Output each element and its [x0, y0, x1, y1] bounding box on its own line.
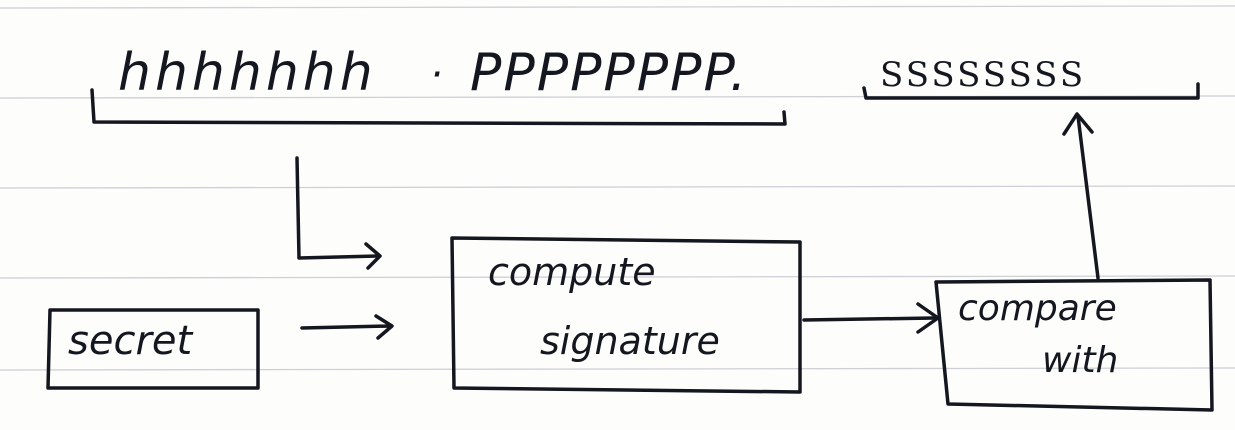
- arrowhead-icon: [374, 314, 394, 340]
- signature-segment-text: SSSSSSSS: [880, 55, 1086, 95]
- ruled-line: [0, 5, 1235, 9]
- compare-with-box: [934, 278, 1214, 412]
- secret-to-compute-arrow: [300, 324, 392, 330]
- ruled-line: [0, 185, 1235, 189]
- compare-to-signature-arrow: [1076, 114, 1100, 280]
- compare-label-line2: with: [1042, 340, 1118, 381]
- signature-bracket: [862, 82, 1200, 100]
- compute-signature-box: [450, 236, 802, 394]
- header-segment-text: hhhhhhh: [118, 43, 377, 103]
- compare-label-line1: compare: [958, 288, 1117, 329]
- ruled-line: [0, 367, 1235, 371]
- compute-to-compare-arrow: [802, 316, 936, 322]
- header-payload-bracket: [90, 88, 787, 126]
- secret-box: [46, 308, 260, 390]
- secret-label: secret: [68, 318, 193, 364]
- compute-label-line2: signature: [540, 319, 720, 363]
- arrowhead-icon: [364, 242, 382, 270]
- payload-segment-text: PPPPPPPP.: [470, 43, 748, 103]
- compute-label-line1: compute: [488, 250, 656, 294]
- ruled-line: [0, 275, 1235, 279]
- header-payload-separator: ·: [430, 52, 443, 98]
- header-payload-to-compute-arrow: [295, 156, 380, 260]
- arrowhead-icon: [1062, 112, 1094, 136]
